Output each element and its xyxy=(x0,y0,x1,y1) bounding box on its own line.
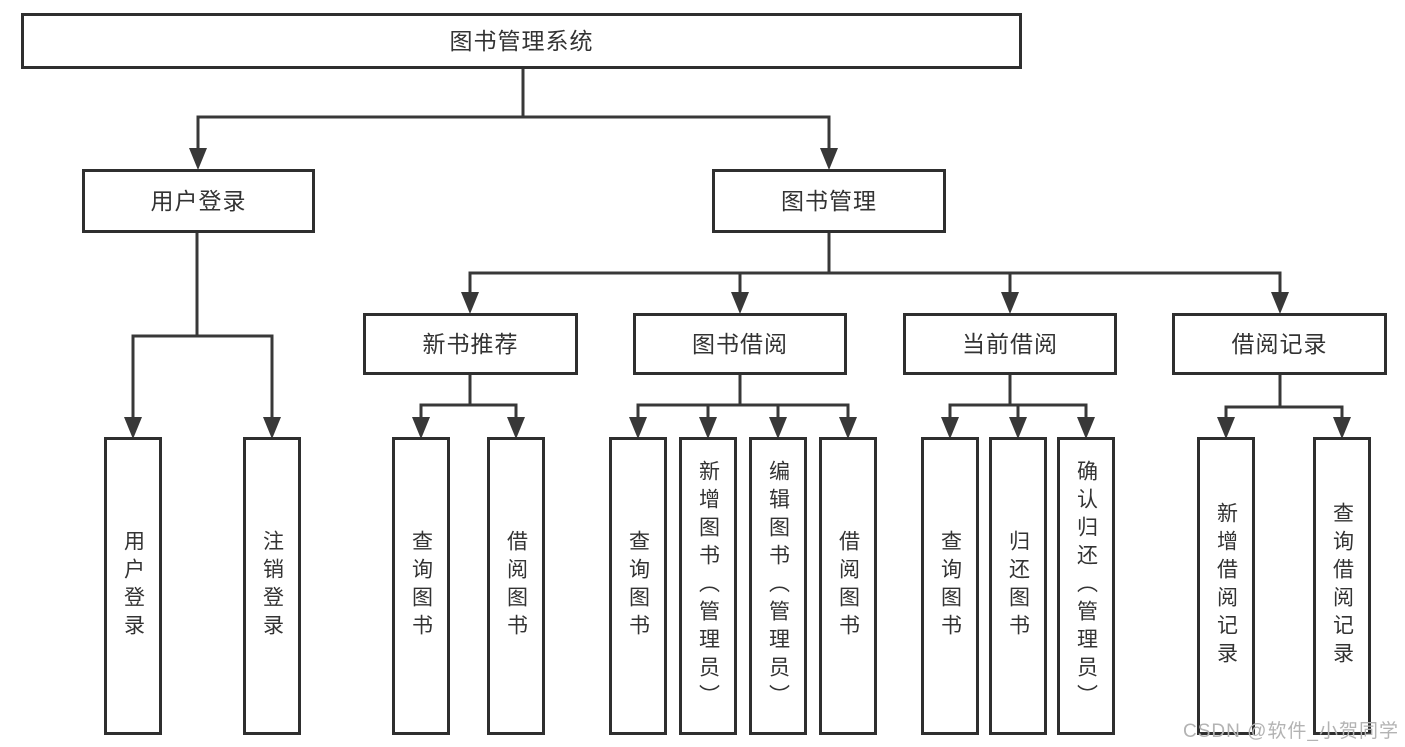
leaf-label: 编辑图书（管理员） xyxy=(766,460,790,712)
node-label: 用户登录 xyxy=(150,187,247,214)
leaf-recommend-borrow-books: 借阅图书 xyxy=(487,437,545,735)
leaf-label: 借阅图书 xyxy=(504,530,528,642)
leaf-label: 确认归还（管理员） xyxy=(1074,460,1098,712)
node-label: 借阅记录 xyxy=(1231,330,1328,357)
node-library-management-system: 图书管理系统 xyxy=(21,13,1022,69)
arrowheads xyxy=(124,148,1351,439)
leaf-label: 新增借阅记录 xyxy=(1214,502,1238,670)
leaf-label: 用户登录 xyxy=(121,530,145,642)
leaf-label: 新增图书（管理员） xyxy=(696,460,720,712)
node-current-borrowing: 当前借阅 xyxy=(903,313,1117,375)
leaf-label: 归还图书 xyxy=(1006,530,1030,642)
leaf-records-query-record: 查询借阅记录 xyxy=(1313,437,1371,735)
leaf-borrowing-borrow-books: 借阅图书 xyxy=(819,437,877,735)
node-label: 新书推荐 xyxy=(422,330,519,357)
leaf-label: 查询图书 xyxy=(409,530,433,642)
leaf-label: 查询借阅记录 xyxy=(1330,502,1354,670)
node-borrowing-records: 借阅记录 xyxy=(1172,313,1387,375)
tree-edges xyxy=(131,69,1344,421)
node-label: 图书管理系统 xyxy=(449,27,594,54)
node-label: 图书管理 xyxy=(781,187,877,214)
leaf-label: 查询图书 xyxy=(938,530,962,642)
leaf-label: 借阅图书 xyxy=(836,530,860,642)
leaf-records-add-record: 新增借阅记录 xyxy=(1197,437,1255,735)
leaf-recommend-query-books: 查询图书 xyxy=(392,437,450,735)
leaf-label: 注销登录 xyxy=(260,530,284,642)
leaf-borrowing-add-books-admin: 新增图书（管理员） xyxy=(679,437,737,735)
leaf-current-return-books: 归还图书 xyxy=(989,437,1047,735)
leaf-current-confirm-return-admin: 确认归还（管理员） xyxy=(1057,437,1115,735)
node-label: 图书借阅 xyxy=(692,330,788,357)
node-label: 当前借阅 xyxy=(962,330,1058,357)
leaf-label: 查询图书 xyxy=(626,530,650,642)
leaf-borrowing-edit-books-admin: 编辑图书（管理员） xyxy=(749,437,807,735)
csdn-watermark: CSDN @软件_小贺同学 xyxy=(1183,721,1399,742)
leaf-user-login: 用户登录 xyxy=(104,437,162,735)
node-book-borrowing: 图书借阅 xyxy=(633,313,847,375)
leaf-current-query-books: 查询图书 xyxy=(921,437,979,735)
node-user-login: 用户登录 xyxy=(82,169,315,233)
leaf-logout: 注销登录 xyxy=(243,437,301,735)
node-book-management: 图书管理 xyxy=(712,169,946,233)
leaf-borrowing-query-books: 查询图书 xyxy=(609,437,667,735)
node-new-book-recommend: 新书推荐 xyxy=(363,313,578,375)
